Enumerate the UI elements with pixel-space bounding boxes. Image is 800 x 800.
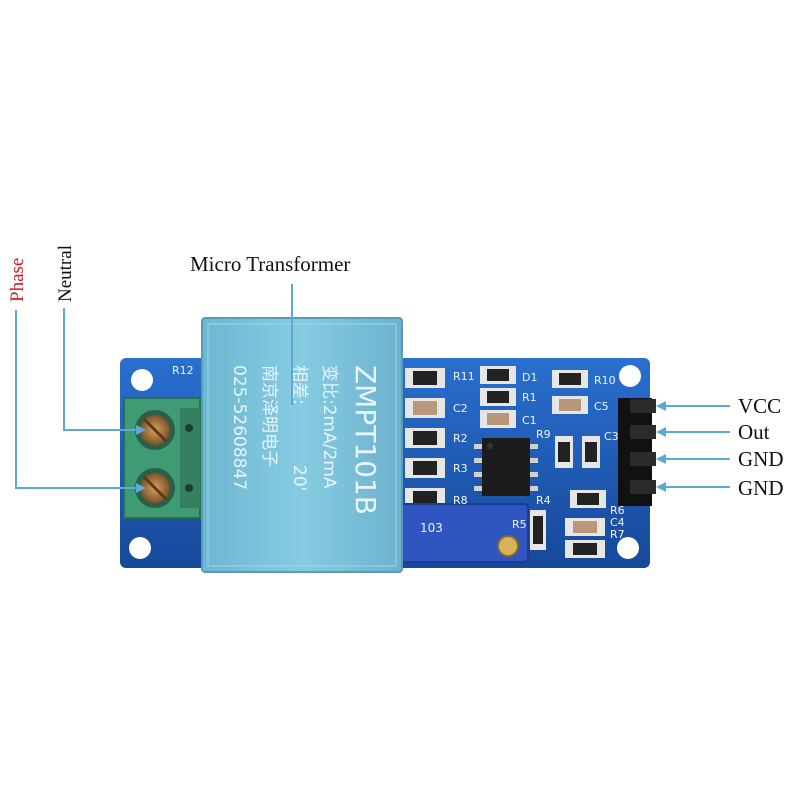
phase-label: Phase xyxy=(7,258,28,302)
pin-header xyxy=(618,398,656,506)
silk-c1: C1 xyxy=(522,414,537,427)
pin-gnd-2 xyxy=(630,480,656,494)
micro-transformer-label: Micro Transformer xyxy=(190,252,350,276)
transformer-model: ZMPT101B xyxy=(349,365,382,515)
silk-r6: R6 xyxy=(610,504,625,517)
transformer-phase-value: 20' xyxy=(289,465,309,491)
silk-r7: R7 xyxy=(610,528,625,541)
silk-c4: C4 xyxy=(610,516,625,529)
gnd1-label: GND xyxy=(738,447,784,471)
transformer-ratio: 变比:2mA/2mA xyxy=(319,365,339,489)
neutral-leader xyxy=(63,308,140,431)
mount-hole xyxy=(129,537,151,559)
silk-r3: R3 xyxy=(453,462,468,475)
phase-leader xyxy=(15,310,140,489)
potentiometer-label: 103 xyxy=(420,521,443,535)
silk-c3: C3 xyxy=(604,430,619,443)
pin-gnd-1 xyxy=(630,452,656,466)
silk-d1: D1 xyxy=(522,371,537,384)
out-label: Out xyxy=(738,420,770,444)
mount-hole xyxy=(617,537,639,559)
smd-components xyxy=(405,366,606,558)
pin-out xyxy=(630,425,656,439)
op-amp-ic xyxy=(474,438,538,496)
silk-r12: R12 xyxy=(172,364,194,377)
trim-potentiometer: 103 xyxy=(399,503,529,563)
silk-r4: R4 xyxy=(536,494,551,507)
silkscreen-labels: R12 R11 D1 R10 C2 R1 C5 R2 C1 R9 C3 R3 R… xyxy=(172,364,625,541)
screw-terminal xyxy=(123,397,201,519)
silk-r9: R9 xyxy=(536,428,551,441)
micro-transformer-body: ZMPT101B 变比:2mA/2mA 相差: 20' 南京泽明电子 025-5… xyxy=(201,317,403,573)
terminal-hole xyxy=(185,424,193,432)
transformer-maker: 南京泽明电子 xyxy=(259,365,279,467)
silk-r10: R10 xyxy=(594,374,616,387)
mount-hole xyxy=(131,369,153,391)
mount-hole xyxy=(619,365,641,387)
vcc-label: VCC xyxy=(738,394,781,418)
gnd2-label: GND xyxy=(738,476,784,500)
terminal-hole xyxy=(185,484,193,492)
transformer-phone: 025-52608847 xyxy=(229,365,249,490)
neutral-label: Neutral xyxy=(55,245,76,302)
pin-vcc xyxy=(630,399,656,413)
silk-c5: C5 xyxy=(594,400,609,413)
silk-r11: R11 xyxy=(453,370,475,383)
silk-r8: R8 xyxy=(453,494,468,507)
transformer-phase-diff: 相差: xyxy=(289,365,309,405)
silk-r2: R2 xyxy=(453,432,468,445)
leader-lines xyxy=(15,284,730,493)
silk-r1: R1 xyxy=(522,391,537,404)
silk-c2: C2 xyxy=(453,402,468,415)
silk-r5: R5 xyxy=(512,518,527,531)
